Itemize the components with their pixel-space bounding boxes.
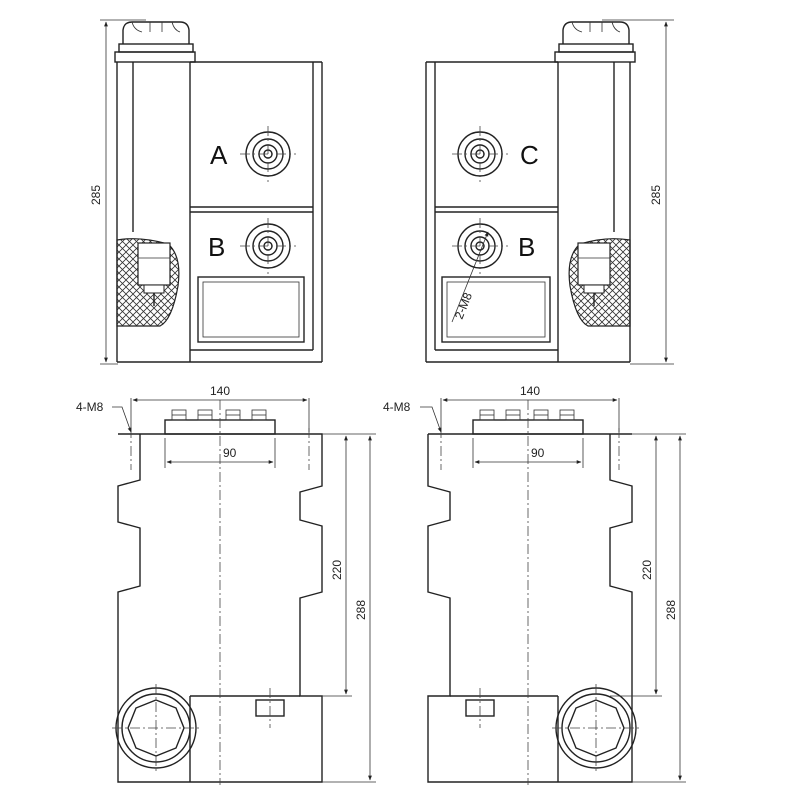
port-b-right-fitting	[452, 218, 508, 274]
height-dim-220-right: 220	[640, 560, 654, 580]
port-a-fitting	[240, 126, 296, 182]
port-label-b-left: B	[208, 232, 225, 262]
height-dim-285-left: 285	[89, 185, 103, 205]
width-dim-90-left: 90	[223, 446, 237, 460]
bottom-view-left: 140 90 4-M8 220 288	[76, 384, 376, 785]
width-dim-140-right: 140	[520, 384, 540, 398]
bottom-view-right: 140 90 4-M8 220 288	[383, 384, 686, 785]
width-dim-140-left: 140	[210, 384, 230, 398]
height-dim-285-right: 285	[649, 185, 663, 205]
top-cap	[562, 21, 630, 44]
sensor-base-right	[552, 684, 640, 772]
width-dim-90-right: 90	[531, 446, 545, 460]
port-label-b-right: B	[518, 232, 535, 262]
port-label-a: A	[210, 140, 228, 170]
body-outline	[427, 433, 633, 783]
height-dim-220-left: 220	[330, 560, 344, 580]
port-c-fitting	[452, 126, 508, 182]
port-b-fitting	[240, 218, 296, 274]
thread-note-2-m8: 2-M8	[452, 290, 475, 321]
hole-note-4-m8-left: 4-M8	[76, 400, 104, 414]
front-view-right: C B 2-M8 285	[425, 19, 674, 365]
height-dim-288-left: 288	[354, 600, 368, 620]
height-dim-288-right: 288	[664, 600, 678, 620]
top-cap	[122, 21, 190, 44]
sensor-base-left	[112, 684, 200, 772]
front-view-left: A B 285	[89, 19, 323, 365]
port-label-c: C	[520, 140, 539, 170]
hole-note-4-m8-right: 4-M8	[383, 400, 411, 414]
